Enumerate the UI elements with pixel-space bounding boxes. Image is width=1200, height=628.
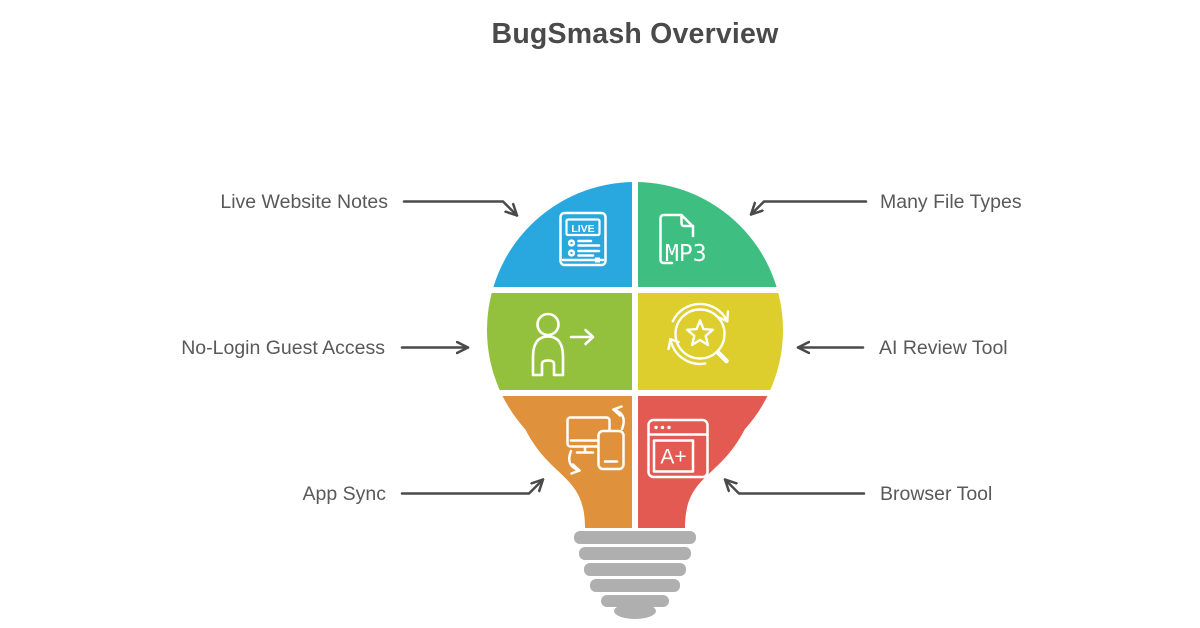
arrow-live-website-notes: [402, 200, 519, 217]
mp3-file-icon: MP3: [659, 213, 707, 267]
base-tip: [614, 603, 656, 619]
label-many-file-types: Many File Types: [880, 191, 1022, 213]
label-no-login-guest-access: No-Login Guest Access: [181, 337, 385, 359]
guest-user-icon: [531, 312, 595, 377]
lightbulb-diagram: LIVE MP3: [487, 182, 783, 619]
label-app-sync: App Sync: [302, 483, 386, 505]
ai-review-icon: [667, 302, 730, 366]
page-title: BugSmash Overview: [491, 18, 779, 50]
bulb-section-no-login-guest-access: [487, 293, 632, 390]
app-sync-icon: [566, 405, 625, 475]
svg-text:LIVE: LIVE: [571, 223, 594, 235]
bulb-screw-base: [574, 531, 696, 619]
svg-text:A+: A+: [660, 446, 686, 469]
bulb-section-many-file-types: [638, 182, 783, 287]
arrow-many-file-types: [749, 200, 868, 216]
bulb-section-ai-review-tool: [638, 293, 783, 390]
browser-grade-icon: A+: [647, 418, 709, 479]
svg-text:MP3: MP3: [665, 241, 707, 267]
arrow-browser-tool: [723, 478, 866, 495]
label-live-website-notes: Live Website Notes: [220, 191, 388, 213]
arrow-app-sync: [400, 478, 545, 495]
live-notes-icon: LIVE: [559, 211, 607, 267]
label-browser-tool: Browser Tool: [880, 483, 993, 505]
label-ai-review-tool: AI Review Tool: [879, 337, 1008, 359]
